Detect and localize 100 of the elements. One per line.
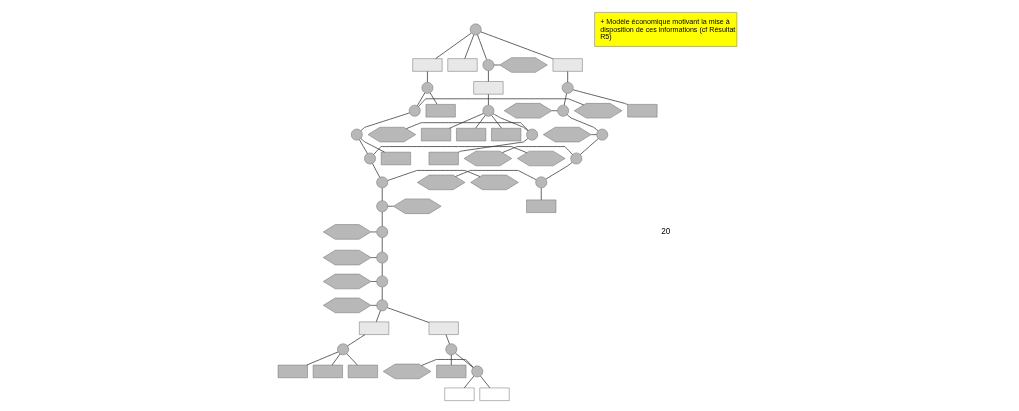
node-box bbox=[347, 364, 378, 379]
connector bbox=[551, 110, 558, 112]
connector bbox=[421, 359, 474, 368]
node-hexagon bbox=[417, 174, 466, 190]
connector bbox=[501, 146, 573, 155]
node-box bbox=[479, 387, 510, 401]
connector bbox=[370, 257, 377, 258]
node-box bbox=[312, 364, 343, 379]
node-circle bbox=[350, 128, 363, 141]
connector bbox=[540, 187, 542, 201]
connector bbox=[387, 170, 481, 181]
connector bbox=[492, 113, 529, 132]
connector bbox=[427, 71, 428, 83]
connector bbox=[429, 92, 438, 105]
node-box bbox=[447, 58, 478, 72]
node-hexagon bbox=[517, 150, 566, 167]
node-hexagon bbox=[470, 174, 519, 190]
connector bbox=[346, 353, 358, 366]
node-circle bbox=[482, 104, 495, 117]
node-circle bbox=[557, 104, 569, 117]
connector bbox=[455, 352, 474, 368]
connector bbox=[477, 34, 487, 60]
node-circle bbox=[482, 59, 495, 71]
node-hexagon bbox=[323, 249, 372, 266]
connector bbox=[387, 307, 430, 323]
connector bbox=[373, 146, 528, 155]
connector bbox=[418, 98, 585, 107]
node-box bbox=[491, 128, 522, 142]
connector bbox=[488, 93, 489, 106]
connector bbox=[387, 205, 394, 207]
node-box bbox=[436, 364, 467, 379]
node-circle bbox=[364, 152, 376, 165]
node-box bbox=[428, 321, 459, 335]
node-circle bbox=[535, 176, 548, 189]
label: 20 bbox=[661, 226, 671, 236]
connector bbox=[475, 115, 486, 129]
node-circle bbox=[570, 152, 583, 165]
connector bbox=[331, 353, 341, 366]
node-circle bbox=[596, 128, 609, 141]
node-circle bbox=[408, 104, 421, 117]
node-box bbox=[456, 128, 487, 142]
node-hexagon bbox=[543, 127, 592, 143]
connector bbox=[360, 138, 385, 153]
connector bbox=[488, 70, 489, 82]
connector bbox=[306, 351, 339, 366]
connector bbox=[449, 113, 484, 129]
node-box bbox=[425, 104, 456, 118]
node-circle bbox=[376, 275, 389, 288]
node-hexagon bbox=[382, 363, 432, 380]
connector bbox=[435, 32, 472, 59]
node-circle bbox=[376, 226, 389, 238]
node-hexagon bbox=[463, 150, 513, 167]
node-circle bbox=[471, 365, 484, 378]
connector bbox=[347, 334, 366, 347]
node-hexagon bbox=[323, 224, 372, 240]
connector bbox=[566, 114, 599, 132]
node-hexagon bbox=[574, 103, 623, 119]
node-box bbox=[380, 151, 411, 166]
node-circle bbox=[469, 23, 482, 36]
connector bbox=[545, 162, 573, 180]
connector bbox=[405, 122, 529, 131]
connector bbox=[563, 93, 567, 106]
connector bbox=[360, 112, 410, 132]
node-box bbox=[627, 104, 658, 118]
connector bbox=[381, 211, 383, 227]
node-hexagon bbox=[367, 127, 416, 143]
connector bbox=[458, 138, 529, 153]
connector bbox=[450, 354, 452, 366]
node-hexagon bbox=[499, 57, 548, 73]
node-box bbox=[359, 321, 390, 335]
connector bbox=[572, 89, 628, 105]
node-box bbox=[552, 58, 583, 72]
node-circle bbox=[376, 176, 389, 189]
node-circle bbox=[561, 82, 574, 94]
connector bbox=[375, 310, 381, 323]
connector bbox=[445, 334, 450, 345]
connector bbox=[416, 92, 426, 107]
connector bbox=[567, 71, 569, 83]
node-circle bbox=[376, 200, 389, 213]
connector bbox=[370, 304, 377, 306]
node-box bbox=[444, 387, 475, 401]
node-hexagon bbox=[323, 297, 372, 313]
node-hexagon bbox=[503, 103, 553, 119]
node-hexagon bbox=[393, 198, 442, 214]
node-box bbox=[526, 199, 557, 213]
node-box bbox=[277, 364, 308, 379]
connector bbox=[491, 115, 502, 129]
connector bbox=[579, 138, 599, 155]
connector bbox=[480, 31, 554, 60]
node-circle bbox=[421, 82, 434, 94]
node-circle bbox=[526, 128, 538, 141]
node-box bbox=[412, 58, 443, 72]
node-box bbox=[473, 81, 504, 95]
node-circle bbox=[376, 299, 389, 312]
node-box bbox=[421, 128, 452, 142]
connector bbox=[463, 375, 475, 389]
node-circle bbox=[376, 251, 389, 264]
node-hexagon bbox=[323, 273, 372, 290]
node-circle bbox=[337, 343, 349, 356]
node-box bbox=[428, 151, 459, 166]
